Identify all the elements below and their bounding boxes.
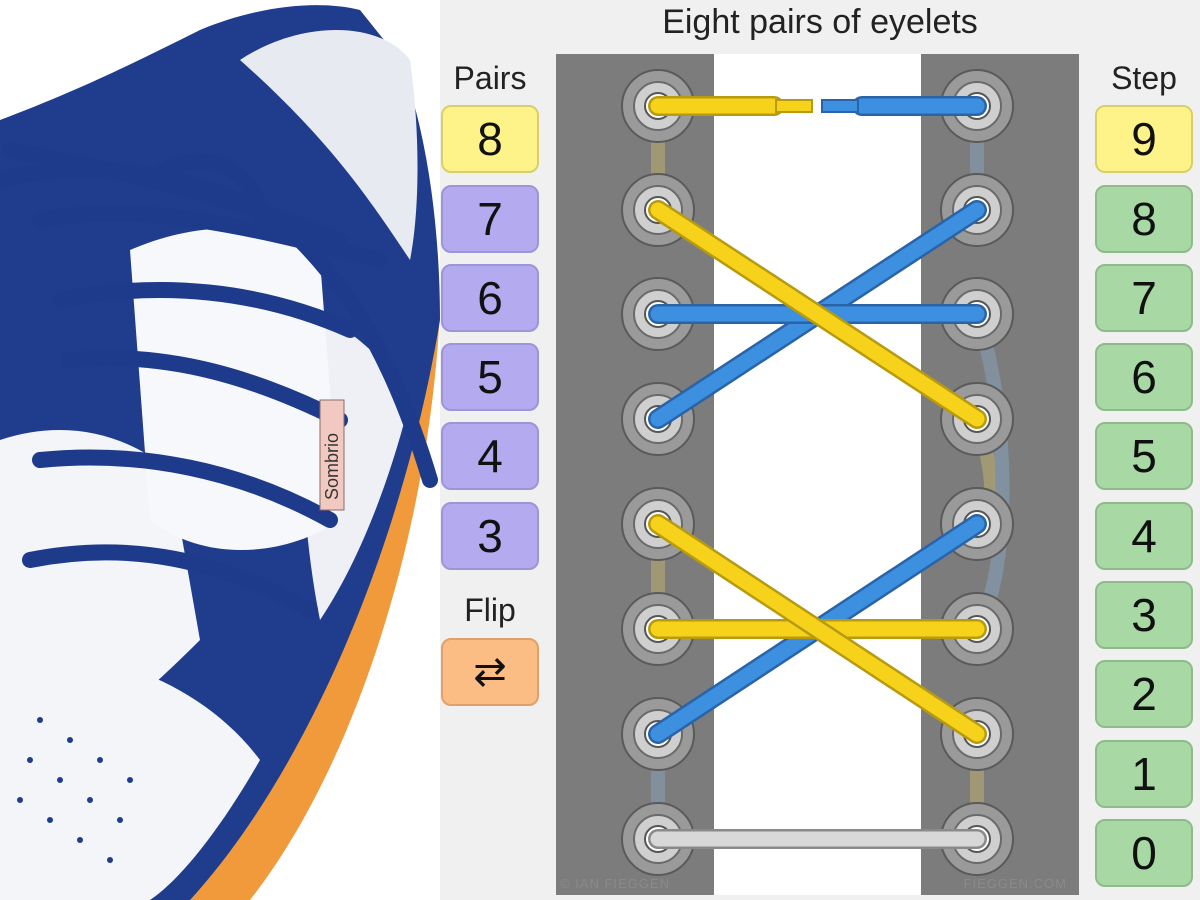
step-option-1[interactable]: 1 — [1095, 740, 1193, 808]
step-option-9[interactable]: 9 — [1095, 105, 1193, 173]
watermark-right: FIEGGEN.COM — [963, 876, 1067, 891]
swap-arrows-icon: ⇄ — [473, 650, 507, 694]
watermark-left: © IAN FIEGGEN — [560, 876, 670, 891]
pairs-option-6[interactable]: 6 — [441, 264, 539, 332]
pairs-option-5[interactable]: 5 — [441, 343, 539, 411]
step-option-8[interactable]: 8 — [1095, 185, 1193, 253]
shoe-photo: Sombrio — [0, 0, 440, 900]
step-option-7[interactable]: 7 — [1095, 264, 1193, 332]
pairs-option-8[interactable]: 8 — [441, 105, 539, 173]
step-option-6[interactable]: 6 — [1095, 343, 1193, 411]
lace-yellow-cross-lower-fill — [650, 516, 985, 742]
lace-blue-aglet — [821, 99, 859, 113]
pairs-option-3[interactable]: 3 — [441, 502, 539, 570]
pairs-option-7[interactable]: 7 — [441, 185, 539, 253]
step-option-3[interactable]: 3 — [1095, 581, 1193, 649]
flip-label: Flip — [464, 592, 516, 628]
lace-yellow-cross-upper-fill — [650, 202, 985, 427]
lace-yellow-aglet — [775, 99, 813, 113]
step-label: Step — [1111, 60, 1177, 96]
shoe-illustration: Sombrio — [0, 0, 440, 900]
shoe-tag-text: Sombrio — [322, 433, 342, 500]
flip-button[interactable]: ⇄ — [441, 638, 539, 706]
pairs-label: Pairs — [453, 60, 527, 96]
left-shoe-edge — [556, 54, 714, 895]
pairs-option-4[interactable]: 4 — [441, 422, 539, 490]
step-option-0[interactable]: 0 — [1095, 819, 1193, 887]
lacing-diagram: © IAN FIEGGEN FIEGGEN.COM — [556, 54, 1079, 895]
page-title: Eight pairs of eyelets — [662, 3, 978, 41]
step-option-4[interactable]: 4 — [1095, 502, 1193, 570]
step-option-5[interactable]: 5 — [1095, 422, 1193, 490]
step-option-2[interactable]: 2 — [1095, 660, 1193, 728]
